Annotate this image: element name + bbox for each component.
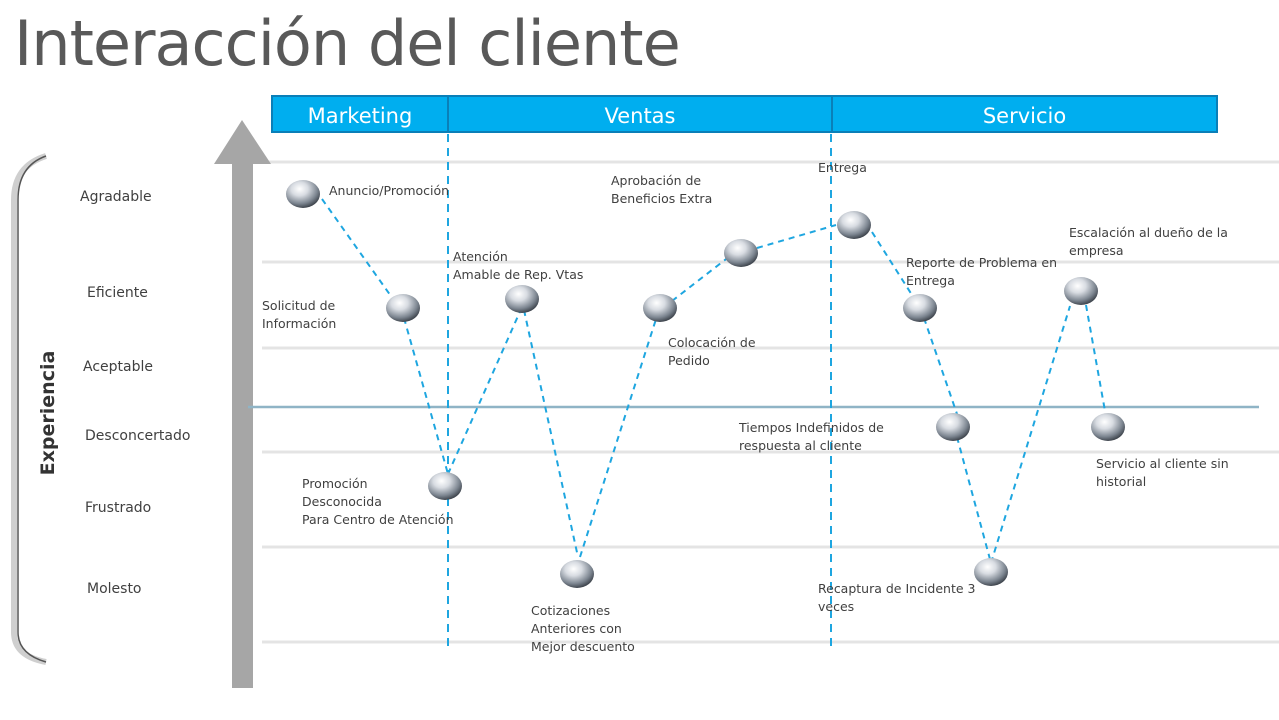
node-entrega xyxy=(837,211,871,239)
level-aceptable: Aceptable xyxy=(83,359,153,375)
page-title: Interacción del cliente xyxy=(14,7,681,80)
experience-arrow-icon xyxy=(214,120,271,688)
level-desconcertado: Desconcertado xyxy=(85,428,191,444)
axis-title: Experiencia xyxy=(37,350,59,476)
node-escalacion xyxy=(1064,277,1098,305)
node-atencion xyxy=(505,285,539,313)
node-colocacion xyxy=(643,294,677,322)
level-gridlines xyxy=(262,160,1279,644)
level-agradable: Agradable xyxy=(80,189,152,205)
node-promocion xyxy=(428,472,462,500)
journey-path xyxy=(321,198,1106,564)
touchpoint-nodes xyxy=(286,180,1125,588)
node-servicio xyxy=(1091,413,1125,441)
node-anuncio xyxy=(286,180,320,208)
node-aprobacion xyxy=(724,239,758,267)
node-tiempos xyxy=(936,413,970,441)
axis-bracket xyxy=(11,153,48,665)
node-solicitud xyxy=(386,294,420,322)
node-reporte xyxy=(903,294,937,322)
note-entrega: Entrega xyxy=(818,160,867,175)
level-molesto: Molesto xyxy=(87,581,142,597)
note-anuncio: Anuncio/Promoción xyxy=(329,183,450,198)
level-frustrado: Frustrado xyxy=(85,500,152,516)
phase-marketing: Marketing xyxy=(271,95,449,133)
phase-servicio: Servicio xyxy=(831,95,1218,133)
axis-bracket-edge xyxy=(17,155,47,663)
node-cotizaciones xyxy=(560,560,594,588)
level-eficiente: Eficiente xyxy=(87,285,148,301)
node-recaptura xyxy=(974,558,1008,586)
